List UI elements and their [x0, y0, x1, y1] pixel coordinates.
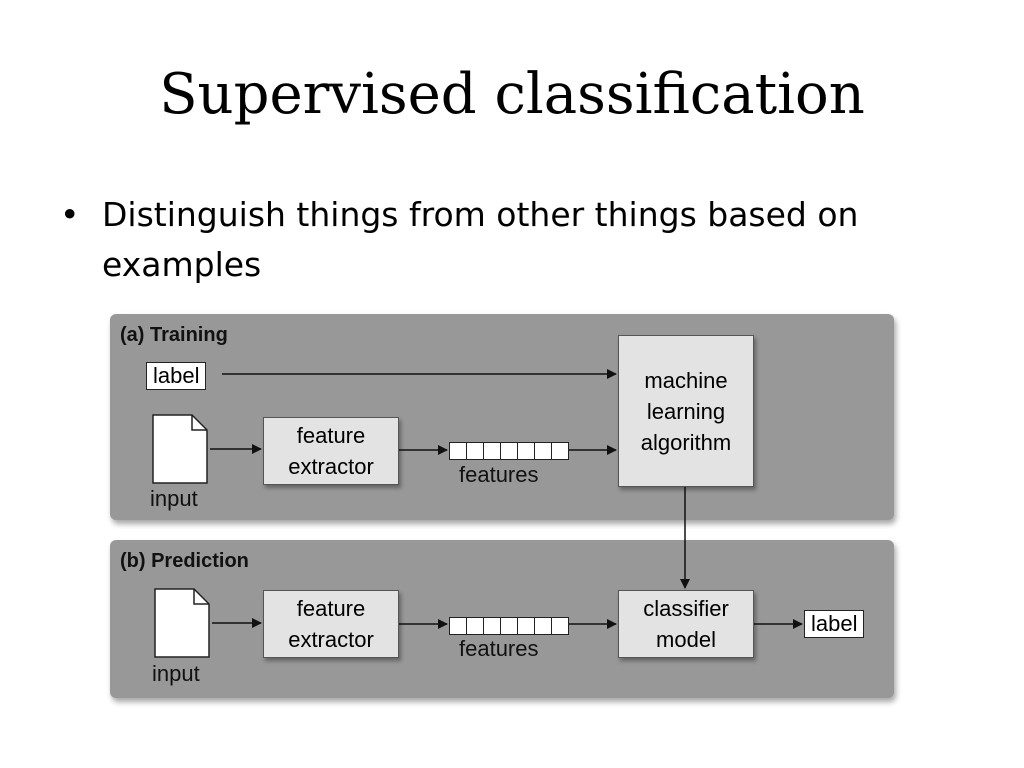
- prediction-features-caption: features: [459, 636, 539, 661]
- machine-learning-algorithm-box: machine learning algorithm: [618, 335, 754, 487]
- training-label-box: label: [146, 362, 207, 390]
- prediction-panel-title: (b) Prediction: [120, 550, 249, 572]
- classifier-model-box: classifier model: [618, 590, 754, 658]
- bullet-item: • Distinguish things from other things b…: [60, 190, 960, 290]
- bullet-list: • Distinguish things from other things b…: [60, 190, 960, 290]
- slide-title: Supervised classification: [159, 62, 865, 127]
- prediction-input-caption: input: [152, 661, 200, 686]
- training-panel-title: (a) Training: [120, 324, 228, 346]
- training-feature-vector: [449, 442, 569, 460]
- training-input-caption: input: [150, 486, 198, 511]
- training-features-caption: features: [459, 462, 539, 487]
- training-input-document-icon: [152, 414, 208, 484]
- prediction-feature-vector: [449, 617, 569, 635]
- prediction-input-document-icon: [154, 588, 210, 658]
- training-feature-extractor: feature extractor: [263, 417, 399, 485]
- prediction-label-box: label: [804, 610, 865, 638]
- training-panel: (a) Training: [110, 314, 894, 520]
- bullet-marker: •: [60, 195, 80, 234]
- prediction-feature-extractor: feature extractor: [263, 590, 399, 658]
- bullet-text: Distinguish things from other things bas…: [102, 195, 859, 284]
